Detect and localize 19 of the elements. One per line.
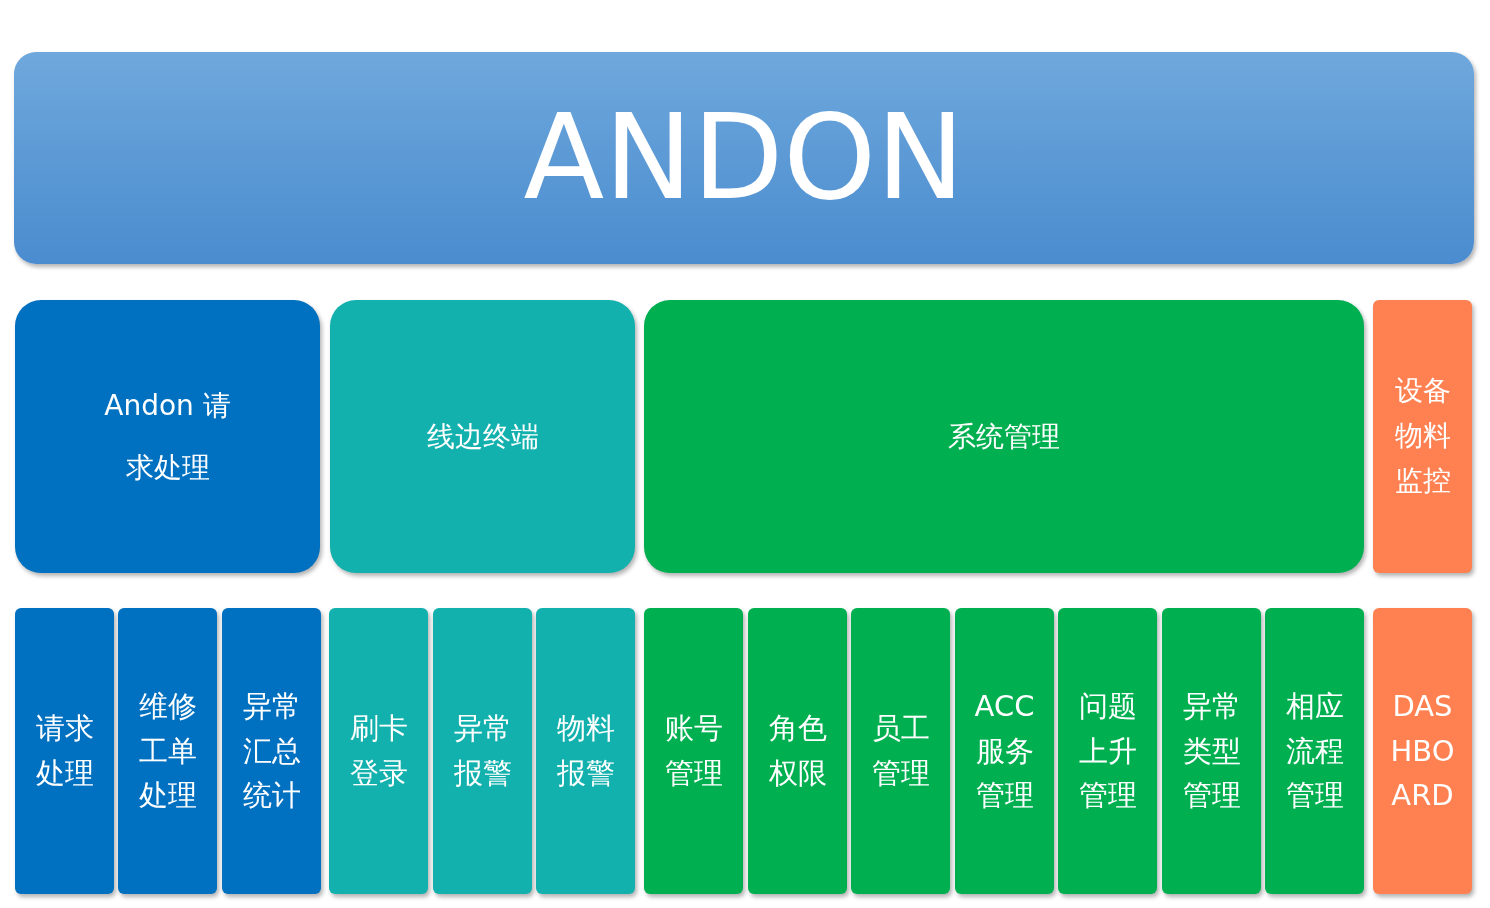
module-box: 异常汇总统计	[222, 608, 321, 894]
module-box: 物料报警	[536, 608, 635, 894]
category-box: Andon 请求处理	[15, 300, 320, 573]
module-box: 相应流程管理	[1265, 608, 1364, 894]
category-box: 系统管理	[644, 300, 1364, 573]
title-banner: ANDON	[14, 52, 1474, 264]
module-box: 异常类型管理	[1162, 608, 1261, 894]
module-box: 问题上升管理	[1058, 608, 1157, 894]
module-box: DASHBOARD	[1373, 608, 1472, 894]
module-box: 员工管理	[851, 608, 950, 894]
module-box: ACC服务管理	[955, 608, 1054, 894]
module-box: 请求处理	[15, 608, 114, 894]
module-box: 角色权限	[748, 608, 847, 894]
module-box: 维修工单处理	[118, 608, 217, 894]
category-box: 线边终端	[330, 300, 635, 573]
module-box: 异常报警	[433, 608, 532, 894]
category-box: 设备物料监控	[1373, 300, 1472, 573]
module-box: 账号管理	[644, 608, 743, 894]
module-box: 刷卡登录	[329, 608, 428, 894]
